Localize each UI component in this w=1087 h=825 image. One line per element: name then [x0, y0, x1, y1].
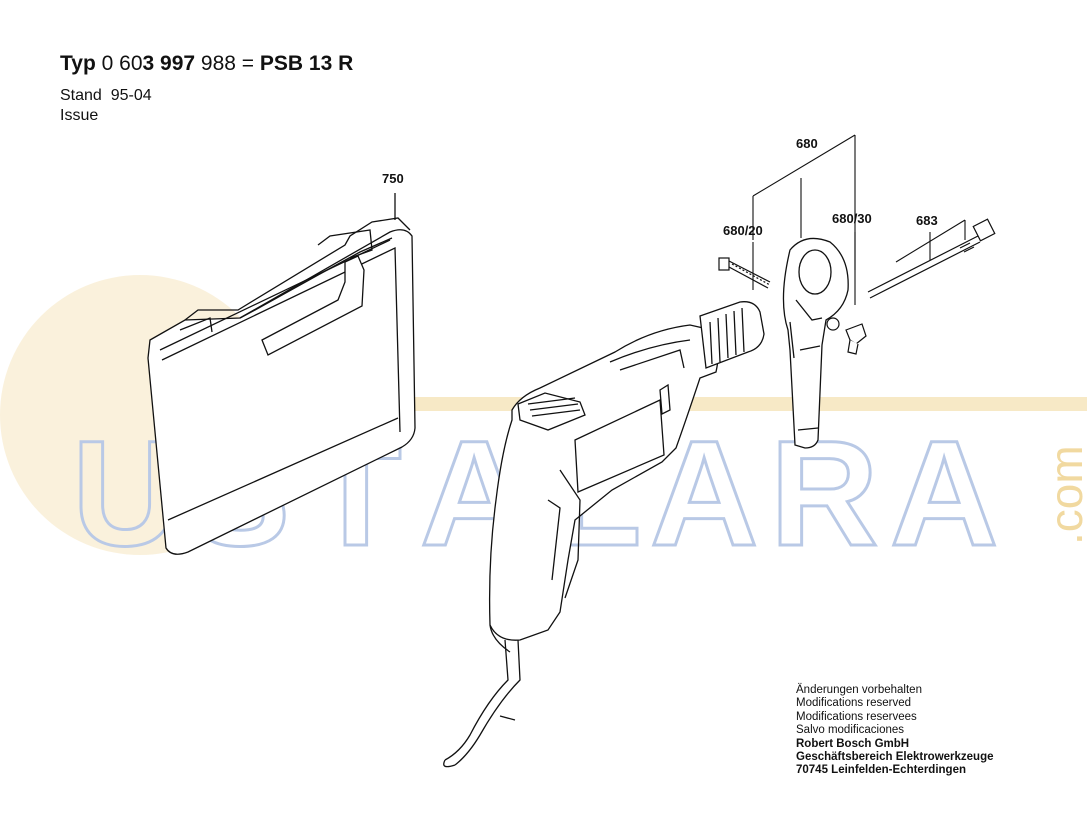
watermark-letter-8: A	[890, 409, 998, 577]
wing-nut-680-30	[826, 317, 867, 355]
callout-680-30: 680/30	[832, 211, 872, 226]
stand-value: 95-04	[110, 87, 152, 104]
equals-sign: =	[241, 52, 255, 75]
footer-notice: Änderungen vorbehalten Modifications res…	[796, 684, 994, 778]
watermark-letter-7: R	[770, 409, 878, 577]
leader-lines	[752, 134, 966, 305]
part-number-prefix: 0 60	[101, 52, 143, 75]
typ-label: Typ	[60, 52, 96, 75]
document-title: Typ 0 603 997 988 = PSB 13 R	[60, 52, 353, 76]
footer-line-fr: Modifications reservees	[796, 710, 917, 723]
callout-680: 680	[796, 136, 818, 151]
auxiliary-handle-680	[782, 237, 849, 449]
part-number-bold: 3 997	[142, 52, 196, 75]
footer-address: 70745 Leinfelden-Echterdingen	[796, 764, 966, 777]
depth-stop-683	[867, 218, 996, 299]
model-name: PSB 13 R	[259, 52, 354, 75]
callout-750: 750	[382, 171, 404, 186]
part-number-suffix: 988	[195, 52, 236, 75]
callout-683: 683	[916, 213, 938, 228]
footer-company: Robert Bosch GmbH	[796, 737, 910, 750]
issue-label: Issue	[60, 107, 99, 124]
watermark-suffix: .com	[1040, 445, 1087, 545]
stand-label: Stand	[60, 87, 102, 104]
callout-680-20: 680/20	[723, 223, 763, 238]
stand-line: Stand 95-04	[60, 87, 152, 105]
footer-line-de: Änderungen vorbehalten	[796, 684, 922, 696]
footer-line-en: Modifications reserved	[796, 697, 912, 710]
footer-division: Geschäftsbereich Elektrowerkzeuge	[796, 751, 994, 764]
bolt-680-20	[718, 257, 771, 289]
carrying-case-750	[147, 193, 416, 555]
drill-body	[443, 301, 765, 768]
footer-line-es: Salvo modificaciones	[796, 724, 905, 737]
